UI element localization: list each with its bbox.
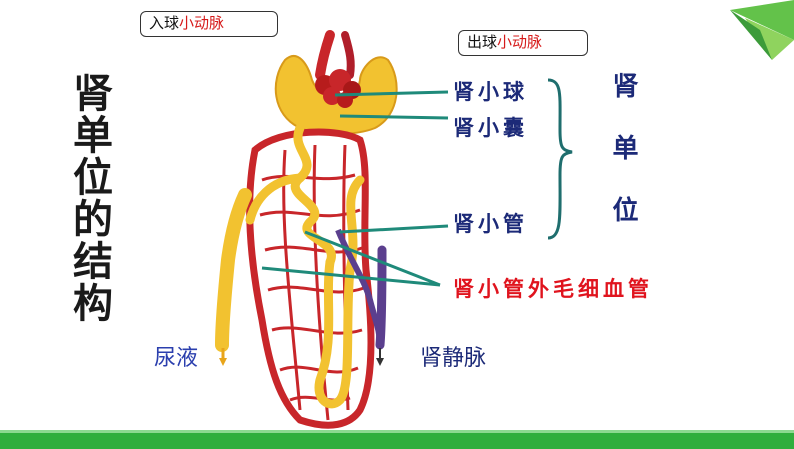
renal-vein-label: 肾静脉 — [420, 346, 487, 371]
efferent-arteriole-callout: 出球小动脉 — [458, 30, 588, 56]
efferent-arteriole — [341, 31, 355, 79]
nephron-brace — [547, 78, 573, 240]
vein-arrow-icon — [376, 358, 384, 366]
corner-leaf-icon — [730, 0, 794, 60]
page-title: 肾单位的结构 — [66, 72, 112, 324]
afferent-prefix: 入球 — [149, 14, 180, 32]
tubule-label: 肾小管 — [453, 212, 528, 236]
afferent-arteriole — [315, 30, 335, 80]
glomerulus-label: 肾小球 — [453, 80, 528, 104]
capsule-label: 肾小囊 — [453, 116, 528, 140]
efferent-highlight: 小动脉 — [497, 33, 543, 51]
pointer-lines — [261, 90, 449, 287]
bottom-accent-bar — [0, 430, 794, 449]
urine-label: 尿液 — [154, 346, 199, 371]
collecting-duct — [215, 188, 252, 352]
capillary-network-outline — [246, 128, 375, 429]
nephron-label: 肾单位 — [608, 72, 638, 258]
efferent-prefix: 出球 — [467, 33, 498, 51]
afferent-highlight: 小动脉 — [179, 14, 225, 32]
afferent-arteriole-callout: 入球小动脉 — [140, 11, 278, 37]
urine-arrow-icon — [219, 358, 227, 366]
capillaries-label: 肾小管外毛细血管 — [453, 277, 653, 301]
